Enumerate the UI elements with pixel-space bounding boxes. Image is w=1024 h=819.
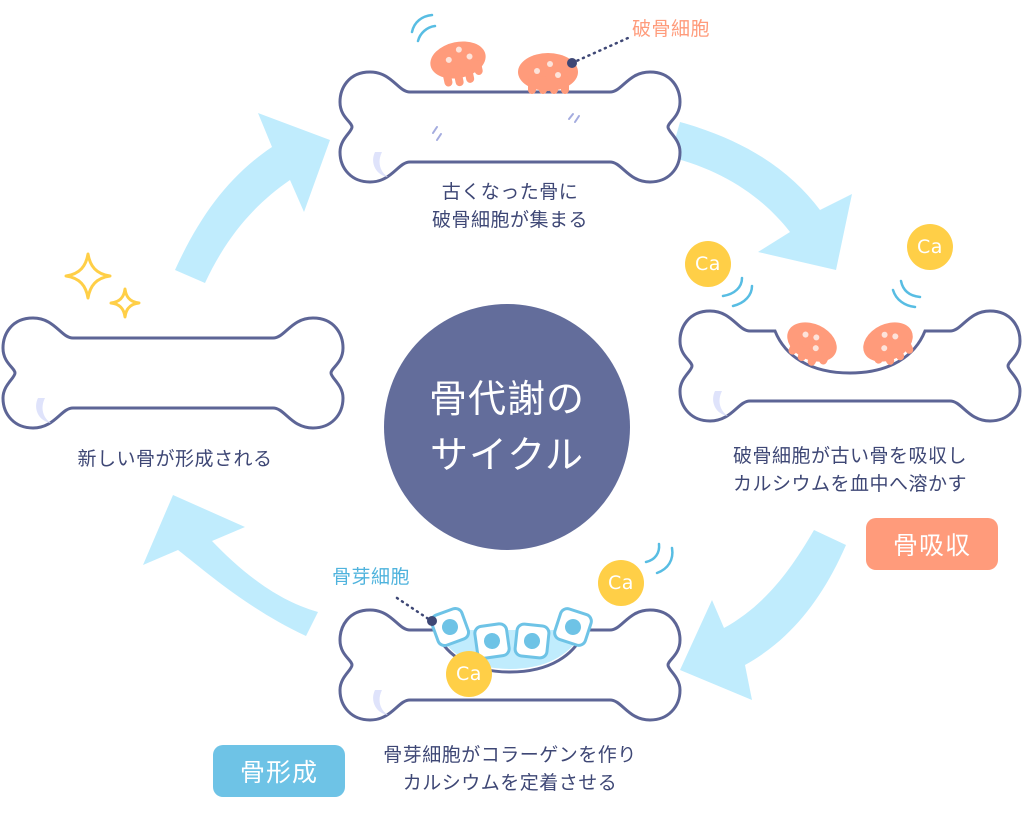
osteoblast-cell — [473, 622, 511, 660]
calcium-label: Ca — [456, 663, 482, 685]
caption-line: 骨芽細胞がコラーゲンを作り — [383, 744, 637, 766]
bone-new — [1, 316, 345, 430]
bone-resorbing — [678, 309, 1022, 423]
calcium-label: Ca — [608, 572, 634, 594]
bone-forming — [338, 608, 682, 722]
osteoblast-callout-pointer — [395, 596, 437, 626]
osteoclast-callout-label: 破骨細胞 — [632, 18, 711, 40]
caption-line: カルシウムを定着させる — [402, 772, 618, 794]
badge-bone-formation: 骨形成 — [213, 745, 345, 797]
caption-old-bone: 古くなった骨に 破骨細胞が集まる — [370, 178, 650, 234]
caption-line: カルシウムを血中へ溶かす — [732, 473, 967, 495]
sparkle-icon — [64, 252, 141, 319]
cycle-title-circle: 骨代謝の サイクル — [384, 304, 630, 550]
osteoclast-cell — [518, 53, 578, 94]
osteoblast-callout-label: 骨芽細胞 — [332, 566, 411, 588]
cycle-title-line2: サイクル — [429, 433, 585, 477]
cycle-arrows — [143, 113, 852, 700]
caption-line: 新しい骨が形成される — [77, 448, 273, 470]
calcium-ion — [446, 651, 492, 697]
caption-line: 破骨細胞が集まる — [431, 209, 588, 231]
osteoclast-cell — [863, 322, 914, 365]
vibration-icon — [410, 13, 437, 43]
cycle-title-line1: 骨代謝の — [428, 377, 585, 421]
osteoclast-callout-pointer — [567, 36, 630, 68]
arrow-form-to-new — [143, 495, 318, 636]
calcium-ion — [598, 560, 644, 606]
arrow-old-to-resorb — [670, 122, 852, 270]
vibration-icon — [721, 276, 922, 309]
osteoblast-cell — [553, 607, 593, 647]
badge-bone-resorption: 骨吸収 — [866, 518, 998, 570]
caption-line: 古くなった骨に — [441, 181, 579, 203]
caption-line: 破骨細胞が古い骨を吸収し — [732, 445, 967, 467]
calcium-label: Ca — [917, 236, 943, 258]
calcium-label: Ca — [695, 253, 721, 275]
calcium-ion — [685, 241, 731, 287]
bone-old — [338, 70, 682, 184]
osteoclast-cell — [787, 322, 837, 366]
calcium-ion — [907, 224, 953, 270]
arrow-resorb-to-form — [680, 530, 846, 700]
osteoblast-cell — [429, 606, 471, 648]
vibration-icon — [644, 542, 674, 575]
caption-resorption: 破骨細胞が古い骨を吸収し カルシウムを血中へ溶かす — [690, 442, 1010, 498]
caption-formation: 骨芽細胞がコラーゲンを作り カルシウムを定着させる — [350, 741, 670, 797]
osteoblast-cell — [513, 622, 551, 660]
caption-new-bone: 新しい骨が形成される — [30, 445, 320, 473]
arrow-new-to-old — [175, 113, 330, 283]
osteoclast-cell — [430, 41, 486, 87]
